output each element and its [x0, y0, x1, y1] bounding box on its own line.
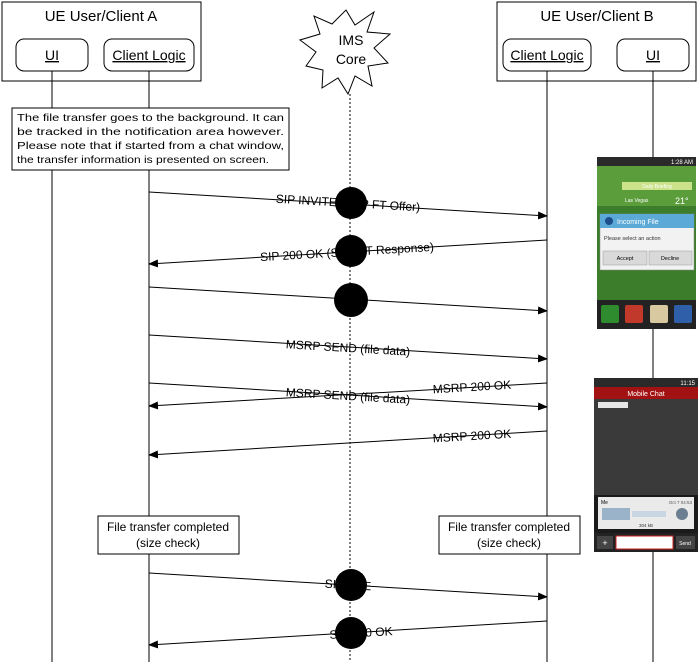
- arrow-msrp-send-1: [148, 334, 548, 363]
- phone-chat-date: Oct 7 04:53: [669, 500, 693, 505]
- note-completed-b-line-1: File transfer completed: [448, 520, 570, 534]
- phone-incoming-apps-icon[interactable]: [674, 305, 692, 323]
- ims-core-label-1: IMS: [339, 32, 364, 48]
- label-sip-bye-200ok: SIP 200 OK: [329, 624, 393, 642]
- label-msrp-200ok-1: MSRP 200 OK: [432, 378, 511, 397]
- ims-core-label-2: Core: [336, 51, 367, 67]
- phone-incoming-temp: 21°: [675, 196, 689, 206]
- phone-incoming-decline-label: Decline: [661, 256, 679, 262]
- client-a-ui-label: UI: [45, 47, 59, 63]
- phone-chat-add-button[interactable]: [597, 536, 613, 549]
- phone-chat-progress-bar: [632, 511, 666, 517]
- phone-incoming-statusbar: [597, 157, 696, 166]
- phone-incoming-accept-label: Accept: [617, 256, 634, 262]
- phone-mobile-chat: 11:15 Mobile Chat Me Oct 7 04:53 304 kB …: [594, 378, 698, 552]
- client-b-title: UE User/Client B: [540, 8, 653, 25]
- client-b-ui-label: UI: [646, 47, 660, 63]
- note-completed-b: File transfer completed (size check): [438, 515, 581, 555]
- phone-chat-size: 304 kB: [639, 523, 653, 528]
- phone-chat-time: 11:15: [680, 381, 695, 387]
- phone-chat-title: Mobile Chat: [627, 391, 664, 398]
- note-background-line-2: be tracked in the notification area howe…: [17, 126, 284, 138]
- phone-incoming-dialog-icon: [605, 217, 613, 225]
- phone-chat-contact-chip: [598, 402, 628, 408]
- message-arrows: [148, 191, 548, 649]
- note-completed-a: File transfer completed (size check): [97, 515, 240, 555]
- note-background: The file transfer goes to the background…: [11, 107, 290, 171]
- phone-incoming-accept-button[interactable]: [602, 250, 648, 266]
- phone-incoming-weather-bar: [622, 182, 692, 190]
- phone-chat-sender: Me: [601, 500, 608, 506]
- phone-incoming-time: 1:28 AM: [671, 160, 693, 166]
- core-marker-ack: [334, 283, 368, 317]
- phone-incoming-city: Las Vegas: [625, 198, 649, 204]
- client-a-title: UE User/Client A: [45, 8, 158, 25]
- label-msrp-send-2: MSRP SEND (file data): [285, 385, 410, 406]
- phone-chat-statusbar: [594, 378, 698, 387]
- client-a-logic-label: Client Logic: [112, 47, 185, 63]
- phone-incoming-weather-title: Daily Briefing: [642, 184, 672, 190]
- core-marker-200ok: [335, 235, 367, 267]
- core-markers: [334, 187, 368, 649]
- message-labels: SIP INVITE (SDP FT Offer) SIP 200 OK (SD…: [260, 192, 512, 642]
- phone-incoming-messages-icon[interactable]: [650, 305, 668, 323]
- note-background-line-1: The file transfer goes to the background…: [17, 112, 284, 124]
- phone-chat-file-thumb: [602, 508, 630, 520]
- note-background-line-4: the transfer information is presented on…: [17, 154, 269, 166]
- note-completed-b-line-2: (size check): [477, 536, 541, 550]
- arrow-sip-invite: [148, 191, 548, 220]
- core-marker-invite: [335, 187, 367, 219]
- ims-core-star: IMS Core: [298, 9, 392, 96]
- phone-chat-send-label: Send: [679, 541, 691, 547]
- note-completed-a-line-2: (size check): [136, 536, 200, 550]
- label-msrp-send-1: MSRP SEND (file data): [285, 337, 410, 358]
- note-background-line-3: Please note that if started from a chat …: [17, 140, 284, 152]
- arrow-sip-200ok: [148, 239, 548, 268]
- client-a-box: UE User/Client A UI Client Logic: [1, 1, 202, 82]
- label-ack: ACK: [335, 292, 360, 307]
- phone-incoming-dialer-icon[interactable]: [601, 305, 619, 323]
- arrow-msrp-send-2: [148, 382, 548, 411]
- phone-chat-input[interactable]: [615, 535, 674, 550]
- phone-incoming-decline-button[interactable]: [648, 250, 693, 266]
- phone-incoming-dialog-title: Incoming File: [617, 219, 659, 226]
- phone-chat-file-icon: [676, 508, 688, 520]
- phone-chat-add-icon: +: [602, 538, 607, 548]
- phone-incoming-contacts-icon[interactable]: [625, 305, 643, 323]
- arrow-msrp-200ok-2: [148, 430, 548, 459]
- phone-chat-history: [594, 399, 698, 495]
- client-b-box: UE User/Client B Client Logic UI: [496, 1, 697, 82]
- note-completed-a-line-1: File transfer completed: [107, 520, 229, 534]
- arrow-sip-bye-200ok: [148, 620, 548, 649]
- phone-incoming-file: 1:28 AM Daily Briefing Las Vegas 21° Inc…: [597, 157, 696, 329]
- label-msrp-200ok-2: MSRP 200 OK: [432, 427, 511, 446]
- client-b-logic-label: Client Logic: [510, 47, 583, 63]
- phone-chat-send-button[interactable]: [676, 536, 695, 549]
- phone-incoming-dialog-text: Please select an action: [604, 236, 661, 242]
- arrow-ack: [148, 286, 548, 315]
- arrow-sip-bye: [148, 572, 548, 601]
- phone-chat-titlebar: [594, 387, 698, 399]
- label-sip-bye: SIP BYE: [324, 577, 371, 594]
